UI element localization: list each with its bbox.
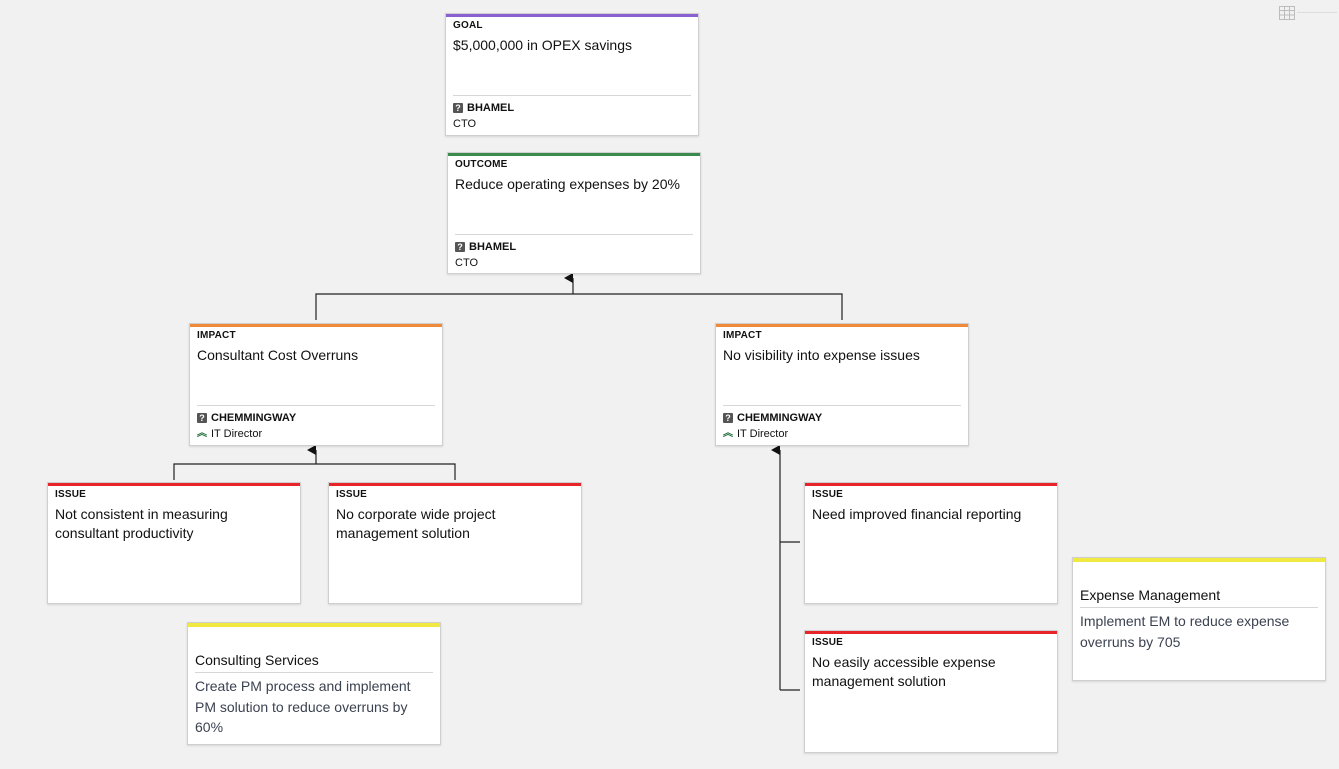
outcome-color-bar: [448, 153, 700, 156]
card-title: No corporate wide project management sol…: [336, 506, 496, 541]
unknown-user-icon: ?: [197, 413, 207, 423]
impact-card[interactable]: IMPACT No visibility into expense issues…: [715, 323, 969, 446]
card-title: $5,000,000 in OPEX savings: [453, 37, 633, 53]
card-divider: [453, 95, 691, 96]
solution-card[interactable]: Expense Management Implement EM to reduc…: [1072, 557, 1326, 681]
card-owner: ? BHAMEL: [455, 241, 516, 253]
toolbar-divider: [1297, 12, 1337, 13]
card-type-label: GOAL: [453, 20, 483, 31]
owner-name: CHEMMINGWAY: [737, 412, 823, 424]
owner-name: CHEMMINGWAY: [211, 412, 297, 424]
issue-color-bar: [805, 483, 1057, 486]
table-grid-icon[interactable]: [1279, 6, 1295, 20]
card-divider: [1080, 607, 1318, 608]
double-chevron-up-icon: ︽: [723, 428, 733, 439]
card-owner: ? CHEMMINGWAY: [197, 412, 296, 424]
solution-card[interactable]: Consulting Services Create PM process an…: [187, 622, 441, 745]
card-role: ︽ IT Director: [197, 428, 262, 440]
card-divider: [723, 405, 961, 406]
card-title: Consultant Cost Overruns: [197, 347, 359, 363]
unknown-user-icon: ?: [455, 242, 465, 252]
card-divider: [455, 234, 693, 235]
issue-card[interactable]: ISSUE No easily accessible expense manag…: [804, 630, 1058, 753]
card-type-label: ISSUE: [55, 489, 87, 500]
solution-color-bar: [188, 623, 440, 627]
card-title: Not consistent in measuring consultant p…: [55, 506, 228, 541]
solution-color-bar: [1073, 558, 1325, 562]
solution-title: Expense Management: [1080, 587, 1221, 603]
issue-color-bar: [48, 483, 300, 486]
outcome-card[interactable]: OUTCOME Reduce operating expenses by 20%…: [447, 152, 701, 274]
card-role: CTO: [455, 257, 479, 269]
issues-to-impact-right-connector: [771, 445, 800, 691]
goal-color-bar: [446, 14, 698, 17]
card-title: No visibility into expense issues: [723, 347, 920, 363]
impact-color-bar: [716, 324, 968, 327]
issue-card[interactable]: ISSUE Need improved financial reporting: [804, 482, 1058, 604]
card-role: ︽ IT Director: [723, 428, 788, 440]
card-divider: [197, 405, 435, 406]
card-type-label: ISSUE: [812, 637, 844, 648]
card-role: CTO: [453, 118, 477, 130]
impacts-to-outcome-connector: [315, 273, 843, 320]
card-divider: [195, 672, 433, 673]
card-owner: ? CHEMMINGWAY: [723, 412, 822, 424]
solution-title: Consulting Services: [195, 652, 319, 668]
issues-to-impact-left-connector: [173, 445, 456, 480]
issue-color-bar: [805, 631, 1057, 634]
issue-card[interactable]: ISSUE Not consistent in measuring consul…: [47, 482, 301, 604]
unknown-user-icon: ?: [453, 103, 463, 113]
card-type-label: ISSUE: [812, 489, 844, 500]
card-type-label: OUTCOME: [455, 159, 508, 170]
solution-description: Implement EM to reduce expense overruns …: [1080, 613, 1290, 650]
unknown-user-icon: ?: [723, 413, 733, 423]
card-owner: ? BHAMEL: [453, 102, 514, 114]
card-title: No easily accessible expense management …: [812, 654, 996, 689]
card-title: Reduce operating expenses by 20%: [455, 176, 680, 192]
card-title: Need improved financial reporting: [812, 506, 1022, 522]
issue-card[interactable]: ISSUE No corporate wide project manageme…: [328, 482, 582, 604]
impact-card[interactable]: IMPACT Consultant Cost Overruns ? CHEMMI…: [189, 323, 443, 446]
card-type-label: ISSUE: [336, 489, 368, 500]
owner-name: BHAMEL: [467, 102, 515, 114]
impact-color-bar: [190, 324, 442, 327]
role-label: IT Director: [211, 428, 263, 440]
owner-name: BHAMEL: [469, 241, 517, 253]
role-label: IT Director: [737, 428, 789, 440]
goal-card[interactable]: GOAL $5,000,000 in OPEX savings ? BHAMEL…: [445, 13, 699, 136]
issue-color-bar: [329, 483, 581, 486]
card-type-label: IMPACT: [723, 330, 762, 341]
solution-description: Create PM process and implement PM solut…: [195, 678, 411, 735]
card-type-label: IMPACT: [197, 330, 236, 341]
double-chevron-up-icon: ︽: [197, 428, 207, 439]
